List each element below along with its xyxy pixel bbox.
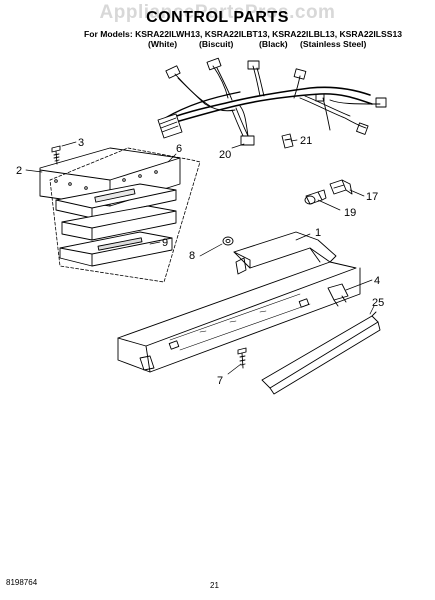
membrane-board: [59, 231, 173, 267]
variant-black: (Black): [259, 39, 288, 49]
mounting-clip: [327, 283, 349, 307]
document-number: 8198764: [6, 578, 38, 587]
page-number: 21: [210, 581, 219, 590]
callout-20: 20: [219, 149, 231, 161]
wire-harness: [157, 57, 387, 146]
callout-6: 6: [176, 143, 182, 155]
model-list: For Models: KSRA22ILWH13, KSRA22ILBT13, …: [84, 29, 403, 39]
variant-white: (White): [148, 39, 178, 49]
watermark: AppliancePartsPros.com: [99, 2, 336, 23]
light-socket: [329, 179, 353, 195]
screw: [51, 145, 61, 165]
trim-strip: [261, 311, 381, 395]
callout-1: 1: [315, 227, 321, 239]
variant-biscuit: (Biscuit): [199, 39, 234, 49]
callout-4: 4: [374, 275, 380, 287]
control-board: [55, 183, 177, 241]
page-title: CONTROL PARTS: [146, 9, 289, 26]
callout-8: 8: [189, 250, 195, 262]
housing-screw: [237, 347, 247, 369]
light-bulb: [304, 189, 327, 205]
callout-7: 7: [217, 375, 223, 387]
wire-clip: [281, 133, 294, 149]
callout-2: 2: [16, 165, 22, 177]
callout-17: 17: [366, 191, 378, 203]
variant-stainless: (Stainless Steel): [300, 39, 367, 49]
leader-lines: [25, 139, 375, 375]
callout-labels: 3 2 6 9 8 1 20 21 17 19 4 25 7: [16, 135, 384, 387]
grommet: [222, 236, 234, 246]
callout-21: 21: [300, 135, 312, 147]
callout-25: 25: [372, 297, 384, 309]
callout-9: 9: [162, 237, 168, 249]
callout-3: 3: [78, 137, 84, 149]
callout-19: 19: [344, 207, 356, 219]
control-housing: [117, 231, 361, 373]
